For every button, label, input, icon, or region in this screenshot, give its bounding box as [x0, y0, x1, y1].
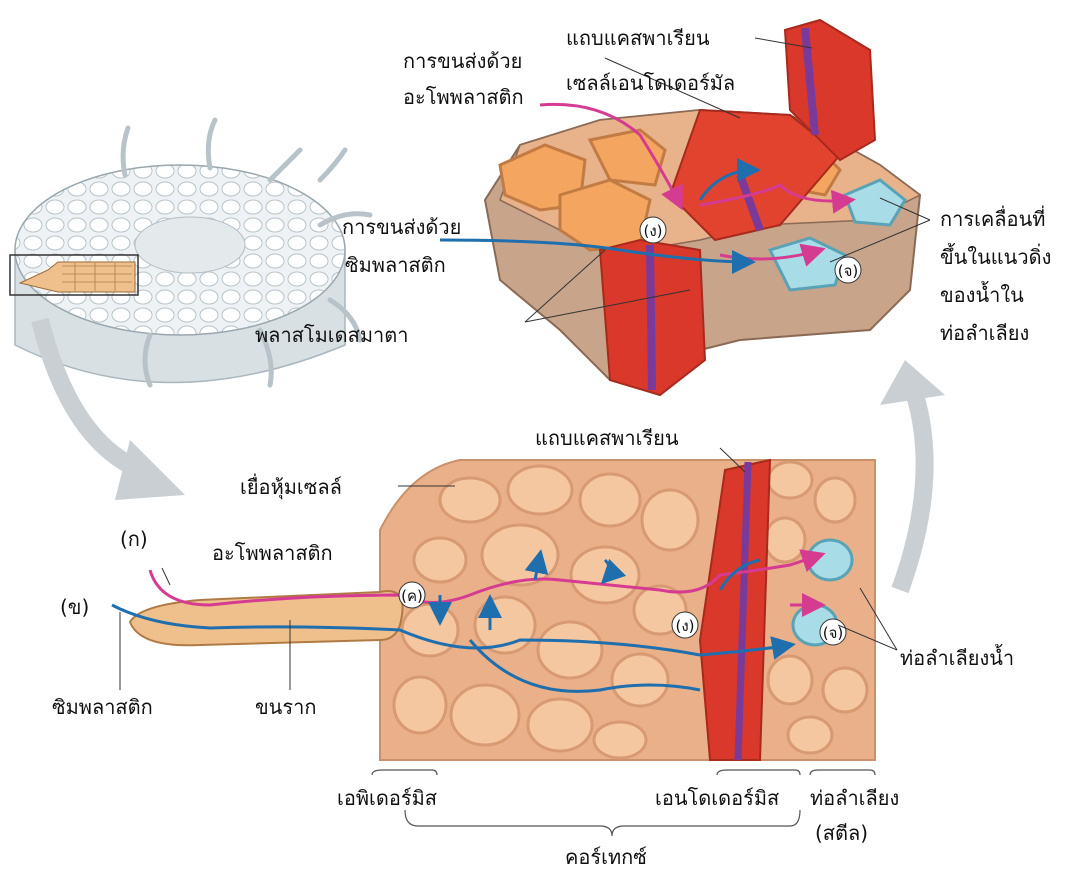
zoom-arrow-down-head — [115, 440, 185, 500]
label-apoplast-route-top-1: การขนส่งด้วย — [403, 49, 522, 73]
label-epidermis: เอพิเดอร์มิส — [337, 786, 437, 810]
label-symplast-route-top-1: การขนส่งด้วย — [342, 215, 461, 239]
label-stele-1: ท่อลำเลียง — [810, 786, 899, 810]
label-plasmodesmata: พลาสโมเดสมาตา — [255, 323, 408, 347]
label-apoplast-bottom: อะโพพลาสติก — [212, 541, 333, 565]
marker-a: (ก) — [120, 527, 148, 551]
label-apoplast-route-top-2: อะโพพลาสติก — [403, 85, 524, 109]
label-casparian-strip-top: แถบแคสพาเรียน — [566, 26, 710, 50]
label-upward-movement-1: การเคลื่อนที่ — [940, 205, 1045, 231]
root-tissue-section — [112, 448, 897, 836]
label-endodermis: เอนโดเดอร์มิส — [655, 786, 779, 810]
label-symplast-bottom: ซิมพลาสติก — [52, 695, 153, 719]
marker-d-bottom: (ง) — [675, 617, 694, 635]
marker-e-top: (จ) — [838, 262, 859, 280]
label-stele-2: (สตีล) — [815, 821, 868, 845]
label-upward-movement-4: ท่อลำเลียง — [940, 321, 1029, 345]
label-root-hair: ขนราก — [255, 695, 316, 719]
upward-arrow-head — [880, 360, 945, 405]
marker-c: (ค) — [401, 587, 423, 605]
upward-arrow — [900, 395, 925, 590]
label-xylem-vessel: ท่อลำเลียงน้ำ — [900, 644, 1014, 670]
marker-b: (ข) — [60, 595, 89, 619]
label-symplast-route-top-2: ซิมพลาสติก — [345, 253, 446, 277]
label-upward-movement-3: ของน้ำใน — [940, 281, 1024, 307]
marker-d-top: (ง) — [643, 222, 662, 240]
label-cell-wall: เยื่อหุ้มเซลล์ — [240, 473, 342, 500]
label-endodermal-cell: เซลล์เอนโดเดอร์มัล — [566, 71, 735, 95]
label-cortex: คอร์เทกซ์ — [565, 845, 647, 869]
label-casparian-strip-bottom: แถบแคสพาเรียน — [535, 426, 679, 450]
marker-e-bottom: (จ) — [823, 624, 844, 642]
label-upward-movement-2: ขึ้นในแนวดิ่ง — [940, 243, 1051, 269]
